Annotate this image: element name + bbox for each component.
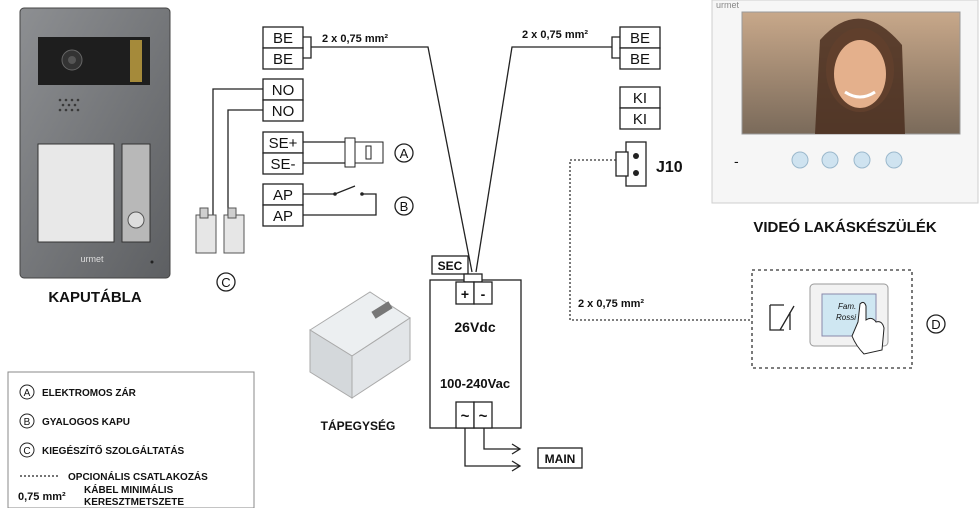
nameplate-line-1: Fam. (838, 302, 856, 311)
legend-c-text: KIEGÉSZÍTŐ SZOLGÁLTATÁS (42, 444, 185, 457)
legend-b-text: GYALOGOS KAPU (42, 417, 130, 428)
psu-title: TÁPEGYSÉG (321, 418, 396, 433)
legend: A ELEKTROMOS ZÁR B GYALOGOS KAPU C KIEGÉ… (7, 371, 255, 508)
j10-label: J10 (656, 159, 683, 176)
panel-be-1: BE (273, 30, 293, 47)
monitor-ki-2: KI (633, 111, 647, 128)
monitor-door-button[interactable] (853, 151, 871, 169)
monitor-button-1[interactable] (791, 151, 809, 169)
psu-tilde-2: ~ (479, 408, 488, 425)
panel-be-2: BE (273, 51, 293, 68)
legend-a-text: ELEKTROMOS ZÁR (42, 386, 137, 399)
monitor-terminals: BE BE KI KI (619, 26, 661, 130)
electric-lock-icon (344, 137, 384, 168)
psu-minus: - (481, 286, 486, 302)
panel-brand: urmet (80, 254, 104, 264)
monitor-be-2: BE (630, 51, 650, 68)
legend-marker-b: B (24, 417, 31, 428)
marker-c-label: C (221, 275, 230, 290)
monitor-key-button[interactable] (821, 151, 839, 169)
psu-dc-label: 26Vdc (454, 319, 495, 335)
optional-call-button-group: Fam. Rossi (751, 269, 913, 369)
panel-no-1: NO (272, 82, 295, 99)
pointing-hand-icon (851, 301, 885, 355)
led-strip (130, 40, 142, 82)
panel-se-plus: SE+ (269, 135, 298, 152)
panel-cable-label: 2 x 0,75 mm² (322, 33, 388, 45)
psu-product-image (309, 291, 411, 399)
monitor-minus: - (734, 153, 739, 169)
monitor-cable-label: 2 x 0,75 mm² (522, 29, 588, 41)
legend-mm-text-2: KERESZTMETSZETE (84, 497, 184, 508)
monitor-brand: urmet (716, 0, 740, 10)
psu-tilde-1: ~ (461, 408, 470, 425)
monitor-settings-button[interactable] (885, 151, 903, 169)
optional-cable-label: 2 x 0,75 mm² (578, 298, 644, 310)
marker-a-label: A (400, 146, 409, 161)
panel-title: KAPUTÁBLA (48, 289, 141, 306)
legend-mm-text-1: KÁBEL MINIMÁLIS (84, 483, 174, 496)
video-monitor: urmet - (711, 0, 979, 204)
main-label: MAIN (545, 452, 576, 466)
monitor-be-1: BE (630, 30, 650, 47)
panel-no-2: NO (272, 103, 295, 120)
speaker-grille (58, 98, 80, 112)
legend-dash-text: OPCIONÁLIS CSATLAKOZÁS (68, 470, 208, 483)
panel-ap-2: AP (273, 208, 293, 225)
power-supply-block: + - 26Vdc 100-240Vac ~ ~ (429, 273, 522, 429)
legend-mm-value: 0,75 mm² (18, 491, 66, 503)
name-card-window (37, 143, 115, 243)
psu-ac-label: 100-240Vac (440, 376, 510, 391)
accessory-c-icon (195, 207, 245, 254)
door-panel: urmet (19, 7, 171, 279)
marker-b-label: B (400, 199, 409, 214)
marker-d-label: D (931, 317, 940, 332)
marker-a (394, 143, 414, 163)
panel-terminals: BE BE NO NO SE+ SE- AP AP (262, 26, 304, 227)
psu-plus: + (461, 286, 469, 302)
marker-d (926, 314, 946, 334)
j10-connector-icon (615, 141, 647, 187)
marker-c (216, 272, 236, 292)
psu-sec-label: SEC (438, 259, 463, 273)
panel-ap-1: AP (273, 187, 293, 204)
marker-b (394, 196, 414, 216)
monitor-title: VIDEÓ LAKÁSKÉSZÜLÉK (753, 218, 937, 236)
panel-se-minus: SE- (270, 156, 295, 173)
monitor-ki-1: KI (633, 90, 647, 107)
legend-marker-a: A (24, 388, 31, 399)
legend-marker-c: C (23, 446, 30, 457)
nameplate-line-2: Rossi (836, 313, 856, 322)
